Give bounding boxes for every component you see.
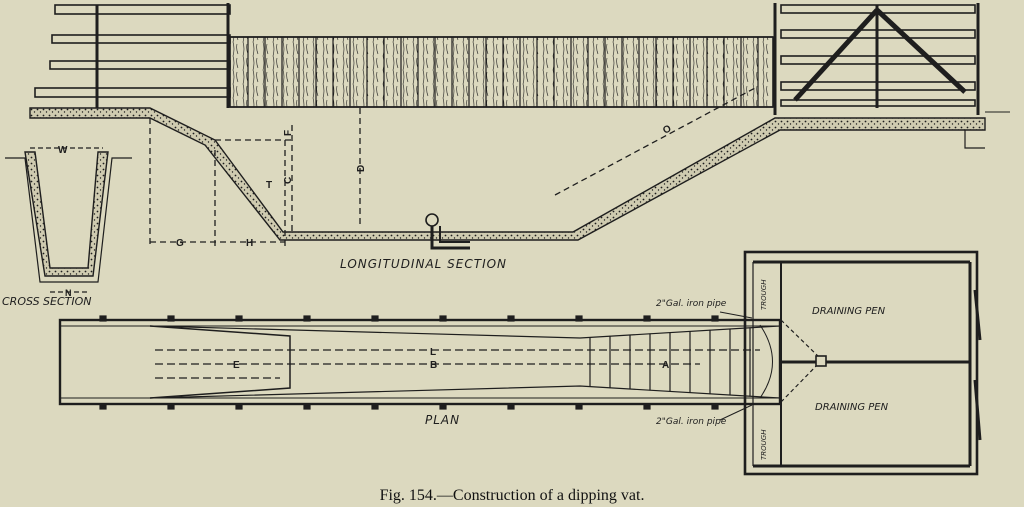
plan-cleat	[167, 403, 175, 410]
outlet-valve	[425, 213, 470, 250]
pipe-bottom-label: 2"Gal. iron pipe	[656, 417, 727, 427]
plan-cleat	[303, 403, 311, 410]
left-gate	[34, 3, 231, 108]
cross-section-label: CROSS SECTION	[2, 295, 92, 308]
plan-cleat	[711, 315, 719, 322]
plan-cleat	[643, 315, 651, 322]
plan-cleat	[507, 403, 515, 410]
plan-cleat	[235, 403, 243, 410]
right-gate	[773, 3, 980, 115]
dim-l: L	[430, 347, 436, 358]
draining-pen-bottom-label: DRAINING PEN	[815, 402, 889, 413]
plan-cleat	[371, 315, 379, 322]
dim-w: W	[58, 145, 68, 156]
plan-cleat	[167, 315, 175, 322]
plan-cleat	[643, 403, 651, 410]
dim-d: D	[356, 165, 367, 172]
dim-n: N	[65, 288, 72, 298]
plan-cleat	[99, 403, 107, 410]
draining-pen-top-label: DRAINING PEN	[812, 306, 886, 317]
board-fence	[229, 36, 774, 108]
plan-cleat	[303, 315, 311, 322]
plan-cleat	[507, 315, 515, 322]
plan-cleat	[711, 403, 719, 410]
pipe-top-label: 2"Gal. iron pipe	[656, 299, 727, 309]
dim-e: E	[233, 360, 240, 371]
plan-cleat	[439, 315, 447, 322]
dim-t: T	[266, 180, 272, 191]
plan-view	[58, 250, 982, 476]
plan-label: PLAN	[425, 413, 460, 427]
dim-g: G	[176, 238, 184, 249]
trough-top-label: TROUGH	[760, 279, 768, 310]
vat-profile-concrete	[29, 107, 986, 241]
plan-cleat	[575, 403, 583, 410]
trough-bottom-label: TROUGH	[760, 429, 768, 460]
longitudinal-section	[29, 3, 1010, 250]
dim-a: A	[662, 360, 669, 371]
dimension-lines	[149, 87, 756, 246]
figure-caption: Fig. 154.—Construction of a dipping vat.	[380, 487, 645, 504]
plan-cleat	[575, 315, 583, 322]
dim-h: H	[246, 238, 253, 249]
cross-section	[5, 147, 132, 293]
plan-cleat	[371, 403, 379, 410]
longitudinal-section-label: LONGITUDINAL SECTION	[340, 257, 507, 271]
dim-c: C	[283, 177, 294, 184]
plan-cleat	[235, 315, 243, 322]
dim-f: F	[283, 130, 294, 136]
plan-cleat	[99, 315, 107, 322]
plan-cleat	[439, 403, 447, 410]
dim-b: B	[430, 360, 437, 371]
draining-pens	[743, 250, 982, 476]
dim-o: O	[661, 123, 673, 136]
